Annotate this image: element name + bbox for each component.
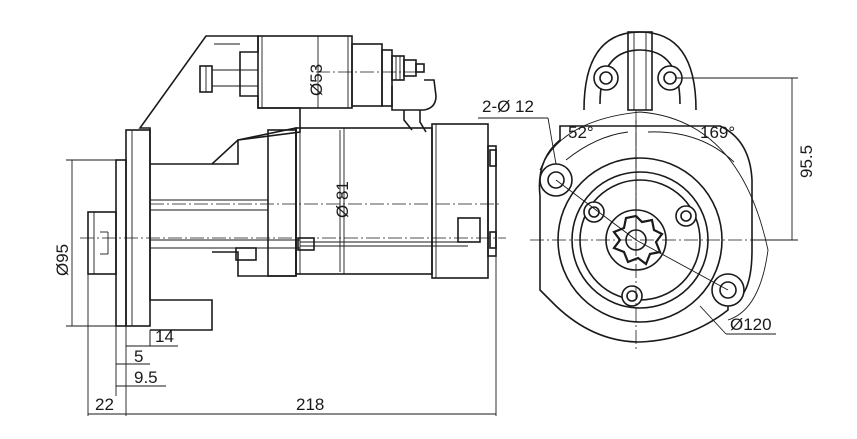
dim-d53: Ø53 (307, 64, 326, 96)
dim-5: 5 (134, 347, 143, 366)
dim-d81: Ø 81 (333, 181, 352, 218)
front-view: 2-Ø 12 52° 169° 95.5 Ø120 (478, 31, 816, 350)
rear-cover (297, 123, 497, 279)
pinion-shaft (87, 211, 117, 275)
solenoid (257, 35, 437, 133)
mounting-flange (115, 129, 151, 327)
dim-mount-holes: 2-Ø 12 (482, 97, 534, 116)
nose-housing (138, 35, 301, 331)
dim-angle-169: 169° (700, 123, 735, 142)
dim-d120: Ø120 (730, 315, 772, 334)
side-view: Ø53 Ø 81 Ø95 14 5 9.5 22 218 (53, 35, 506, 416)
motor-yoke (295, 127, 433, 275)
dim-angle-52: 52° (568, 123, 594, 142)
gear-housing (150, 127, 300, 277)
dim-95-5: 95.5 (797, 145, 816, 178)
dim-9-5: 9.5 (134, 368, 158, 387)
dim-14: 14 (155, 327, 174, 346)
dim-22: 22 (95, 395, 114, 414)
dim-d95: Ø95 (53, 244, 72, 276)
dim-218: 218 (296, 395, 324, 414)
